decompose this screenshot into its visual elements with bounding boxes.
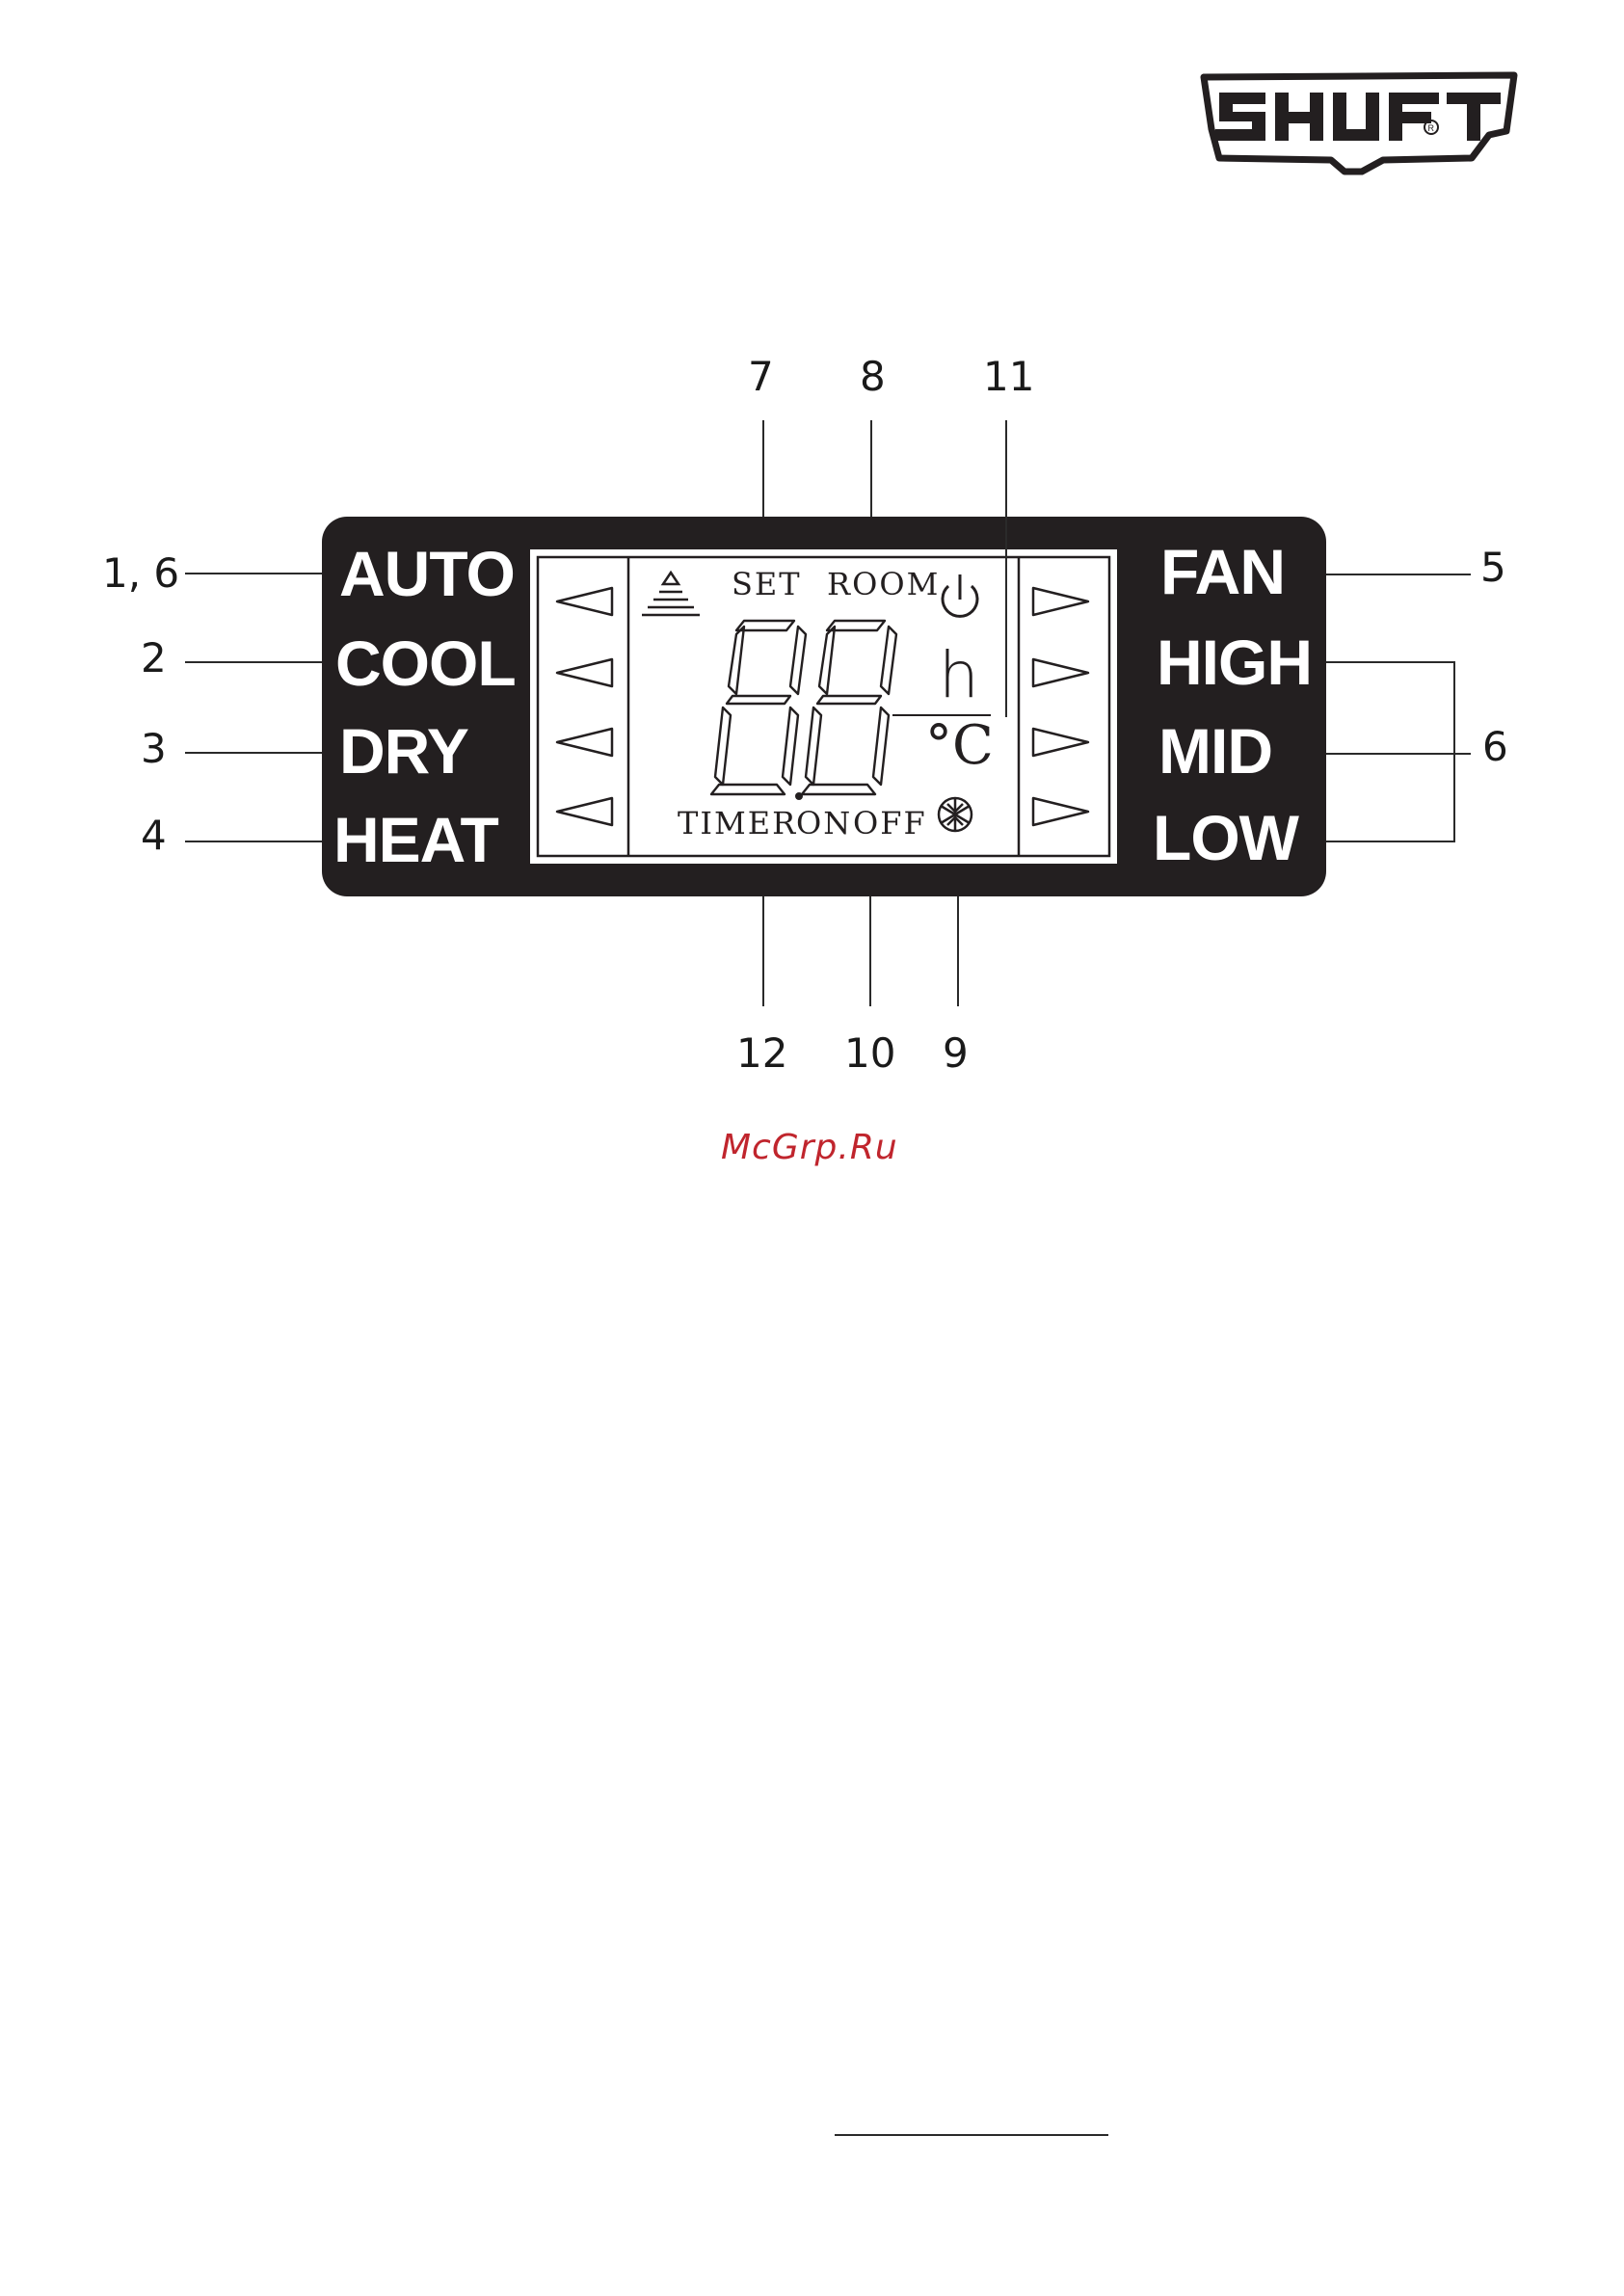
right-arrow-icon <box>1033 588 1088 825</box>
callout-5: 5 <box>1480 547 1506 588</box>
lcd-set-label: SET <box>732 569 802 600</box>
callout-12: 12 <box>736 1033 787 1074</box>
lcd-screen: SET ROOM TIMER ON OFF h °C <box>530 549 1117 864</box>
brand-logo: R <box>1200 71 1518 175</box>
callout-3: 3 <box>141 729 167 769</box>
svg-text:R: R <box>1428 123 1435 133</box>
speed-high: HIGH <box>1157 630 1312 694</box>
leader-line <box>185 573 322 574</box>
leader-line <box>185 752 322 754</box>
callout-8: 8 <box>860 357 886 397</box>
callout-11: 11 <box>983 357 1034 397</box>
leader-line <box>870 420 872 517</box>
lcd-temp-unit: °C <box>925 719 994 773</box>
leader-line <box>1326 841 1455 842</box>
mode-fan: FAN <box>1160 540 1285 603</box>
callout-10: 10 <box>844 1033 895 1074</box>
callout-9: 9 <box>943 1033 969 1074</box>
lcd-hour-unit: h <box>939 644 979 707</box>
leader-line <box>1326 661 1455 663</box>
swing-icon <box>642 573 700 615</box>
lcd-room-label: ROOM <box>827 569 940 600</box>
mode-auto: AUTO <box>339 542 515 605</box>
mode-heat: HEAT <box>333 808 498 871</box>
leader-line <box>1326 574 1471 575</box>
leader-line <box>957 896 959 1006</box>
callout-4: 4 <box>141 815 167 856</box>
leader-bracket <box>1453 661 1455 842</box>
snowflake-icon <box>939 798 972 831</box>
left-arrow-icon <box>557 588 612 825</box>
leader-line <box>1326 753 1471 755</box>
callout-7: 7 <box>748 357 774 397</box>
callout-6: 6 <box>1482 727 1508 767</box>
leader-line <box>762 896 764 1006</box>
mode-dry: DRY <box>339 719 468 783</box>
watermark: McGrp.Ru <box>721 1128 898 1167</box>
speed-low: LOW <box>1153 806 1298 869</box>
leader-line <box>185 661 322 663</box>
callout-2: 2 <box>141 638 167 679</box>
footer-rule <box>835 2134 1108 2136</box>
callout-1-6: 1, 6 <box>102 553 179 594</box>
leader-line <box>185 841 322 842</box>
mode-cool: COOL <box>335 631 516 695</box>
lcd-off-label: OFF <box>853 808 927 839</box>
leader-line <box>1005 420 1007 717</box>
leader-line <box>869 896 871 1006</box>
leader-line <box>762 420 764 517</box>
speed-mid: MID <box>1158 719 1272 783</box>
lcd-timer-label: TIMER <box>678 808 797 839</box>
lcd-on-label: ON <box>796 808 852 839</box>
power-icon <box>943 574 977 616</box>
